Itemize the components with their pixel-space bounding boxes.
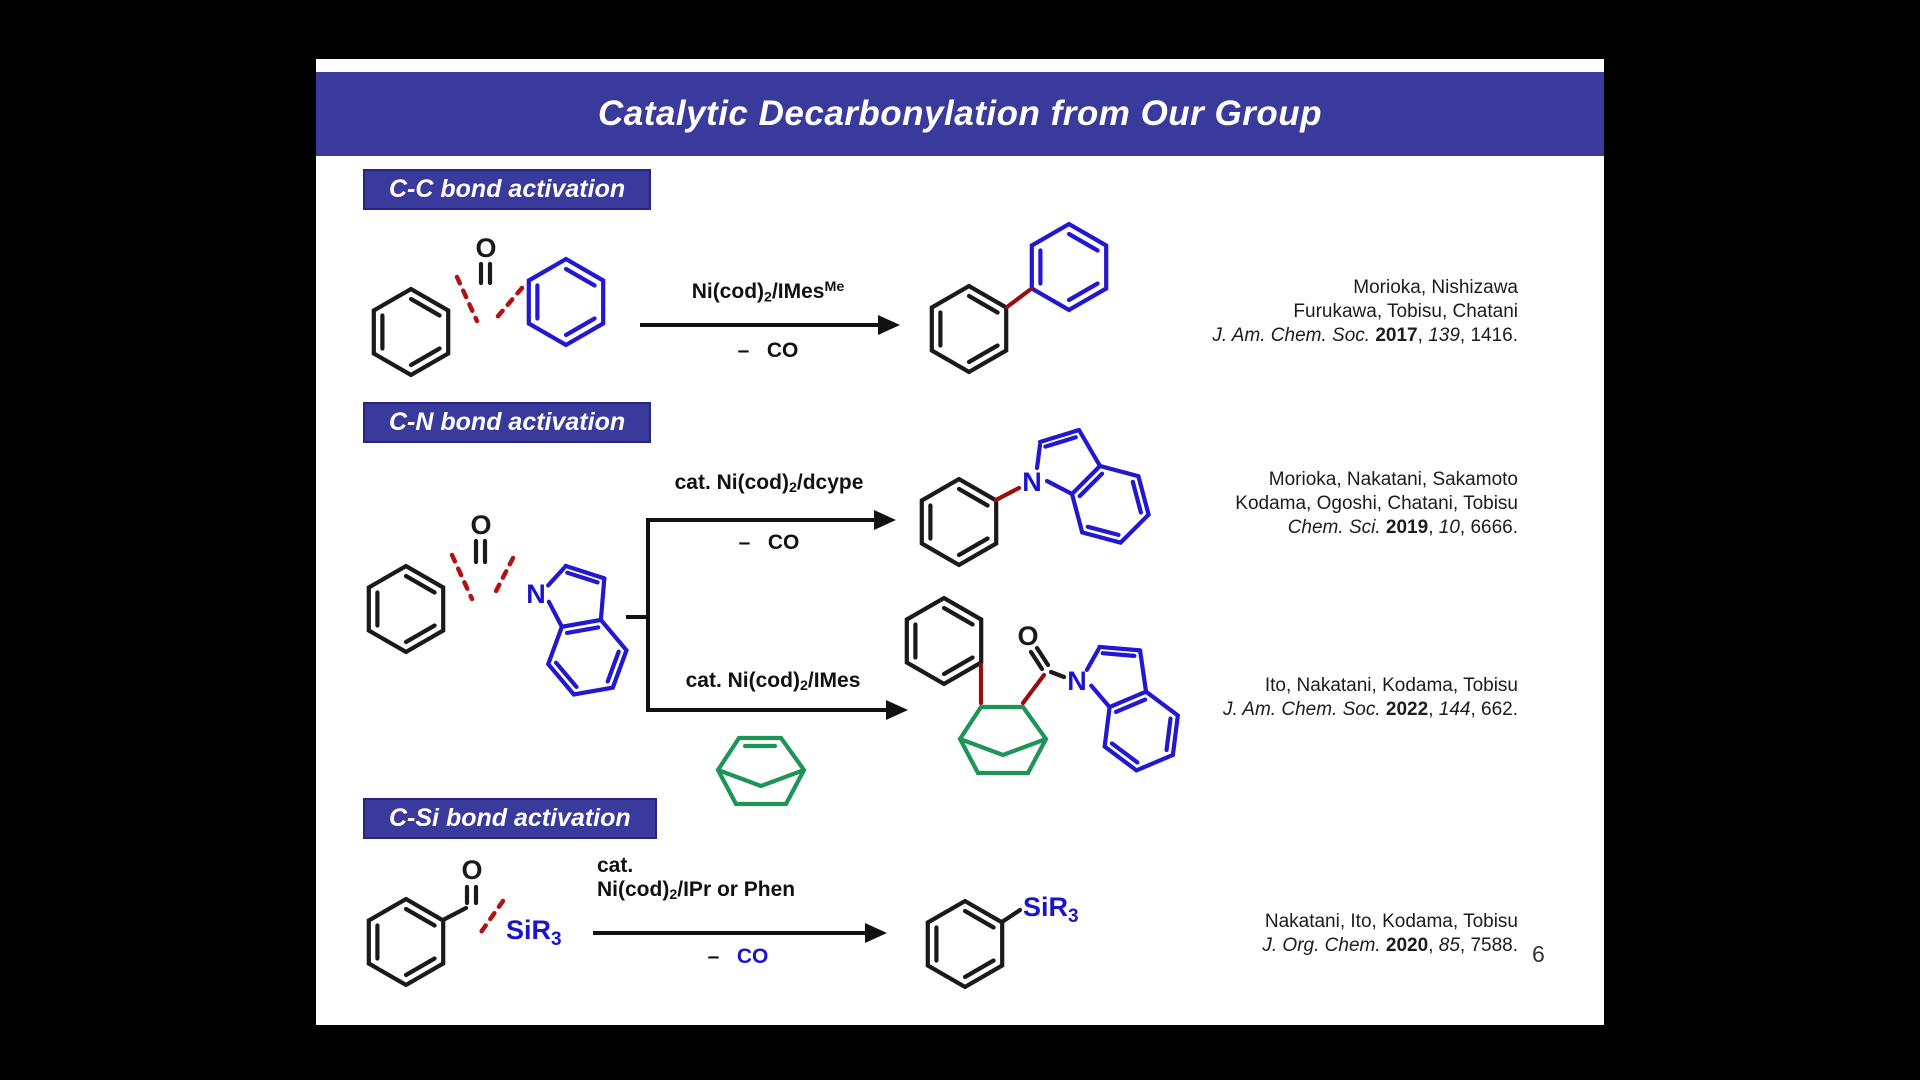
branch-line — [646, 518, 650, 712]
bond-cleavage-mark — [449, 552, 475, 602]
silyl-label: SiR3 — [506, 915, 562, 950]
citation-cc: Morioka, Nishizawa Furukawa, Tobisu, Cha… — [1212, 277, 1518, 346]
aroyl-indole-structure: O N — [368, 510, 662, 712]
indole-group — [1058, 634, 1206, 782]
conditions-cn1-above: cat. Ni(cod)2/dcype — [674, 471, 864, 497]
silyl-label: SiR3 — [1023, 892, 1079, 927]
norbornane-acyl-indole-structure: O N — [906, 597, 1206, 782]
citation-cn1: Morioka, Nakatani, Sakamoto Kodama, Ogos… — [1235, 469, 1518, 538]
new-cc-bond — [1004, 286, 1034, 310]
n-phenylindole-structure: N — [921, 429, 1150, 566]
bond-cleavage-mark — [490, 285, 525, 325]
indole-group — [504, 553, 662, 712]
bond-cleavage-mark — [476, 898, 506, 938]
indole-group — [1036, 429, 1150, 544]
norbornane-group — [959, 706, 1047, 774]
slide-title: Catalytic Decarbonylation from Our Group — [598, 94, 1322, 133]
new-cn-bond — [993, 485, 1022, 503]
benzophenone-structure: O — [373, 233, 604, 376]
branch-stub — [626, 615, 648, 619]
norbornene-structure — [717, 737, 805, 805]
reaction-arrow-csi — [593, 923, 887, 943]
oxygen-label: O — [470, 510, 491, 540]
section-badge-cc: C-C bond activation — [363, 169, 652, 210]
title-banner: Catalytic Decarbonylation from Our Group — [316, 72, 1604, 156]
bond-cleavage-mark — [490, 555, 516, 600]
citation-cn2: Ito, Nakatani, Kodama, Tobisu J. Am. Che… — [1222, 675, 1518, 720]
new-bond — [1020, 672, 1047, 706]
reaction-arrow-cn1 — [646, 510, 896, 530]
oxygen-label: O — [1017, 621, 1038, 651]
section-badge-csi: C-Si bond activation — [363, 798, 657, 839]
oxygen-label: O — [461, 855, 482, 885]
conditions-csi-below: – CO — [707, 945, 769, 968]
nitrogen-label: N — [526, 579, 546, 609]
phenyl-ring-blue — [528, 258, 604, 346]
page-number: 6 — [1532, 941, 1545, 967]
nitrogen-label: N — [1022, 467, 1042, 497]
section-badge-cn: C-N bond activation — [363, 402, 652, 443]
phenyl-ring — [373, 288, 449, 376]
conditions-csi-above: cat. Ni(cod)2/IPr or Phen — [597, 854, 796, 904]
citation-csi: Nakatani, Ito, Kodama, Tobisu J. Org. Ch… — [1262, 911, 1518, 956]
oxygen-label: O — [475, 233, 496, 263]
conditions-cn1-below: – CO — [738, 531, 800, 554]
reaction-arrow-cc — [640, 315, 900, 335]
nitrogen-label: N — [1067, 666, 1087, 696]
biphenyl-structure — [931, 223, 1107, 373]
aryl-silane-structure: SiR3 — [927, 892, 1079, 988]
slide: Catalytic Decarbonylation from Our Group… — [316, 59, 1604, 1025]
conditions-cc-above: Ni(cod)2/IMesMe — [691, 279, 845, 306]
bond-cleavage-mark — [454, 274, 480, 324]
conditions-cc-below: – CO — [737, 339, 799, 362]
conditions-cn2-above: cat. Ni(cod)2/IMes — [685, 669, 861, 695]
reaction-arrow-cn2 — [646, 700, 908, 720]
benzoyl-silane-structure: O SiR3 — [368, 855, 562, 986]
